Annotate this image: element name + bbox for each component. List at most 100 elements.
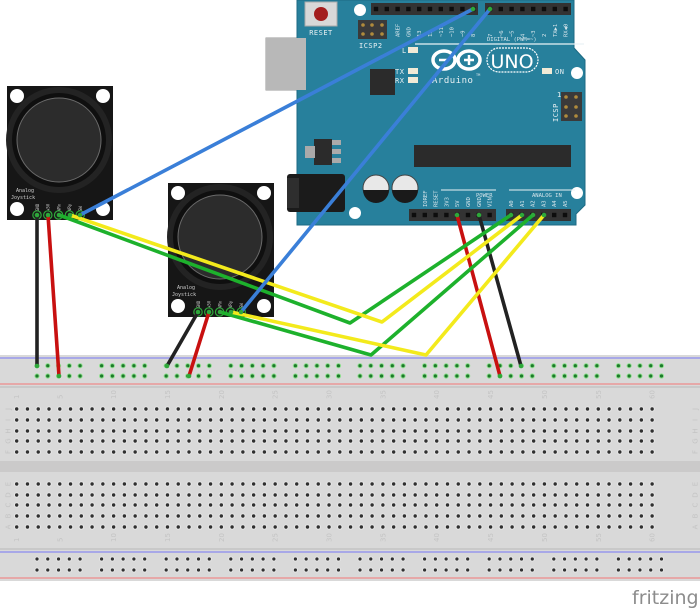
breadboard-hole[interactable] xyxy=(251,450,256,454)
rail-hole-top[interactable] xyxy=(272,364,276,368)
breadboard-hole[interactable] xyxy=(58,482,62,486)
breadboard-hole[interactable] xyxy=(348,514,353,518)
breadboard-hole[interactable] xyxy=(359,503,364,507)
rail-hole-bottom[interactable] xyxy=(304,568,308,572)
rail-hole-bottom[interactable] xyxy=(315,557,319,561)
breadboard-hole[interactable] xyxy=(122,439,127,443)
breadboard-hole[interactable] xyxy=(133,429,137,433)
breadboard-hole[interactable] xyxy=(575,525,579,529)
breadboard-hole[interactable] xyxy=(338,493,342,497)
breadboard-hole[interactable] xyxy=(187,407,191,411)
breadboard-hole[interactable] xyxy=(618,493,622,497)
breadboard-hole[interactable] xyxy=(144,514,148,518)
breadboard-hole[interactable] xyxy=(445,439,450,443)
breadboard-hole[interactable] xyxy=(564,418,568,422)
rail-hole-top[interactable] xyxy=(293,374,297,378)
breadboard-hole[interactable] xyxy=(79,407,84,411)
rail-hole-bottom[interactable] xyxy=(78,568,82,572)
rail-hole-bottom[interactable] xyxy=(584,557,588,561)
breadboard-hole[interactable] xyxy=(316,439,320,443)
breadboard-hole[interactable] xyxy=(359,450,364,454)
breadboard-hole[interactable] xyxy=(338,525,342,529)
breadboard-hole[interactable] xyxy=(295,482,299,486)
rail-hole-bottom[interactable] xyxy=(401,557,405,561)
breadboard-hole[interactable] xyxy=(639,450,644,454)
rail-hole-top[interactable] xyxy=(433,364,437,368)
breadboard-hole[interactable] xyxy=(607,482,611,486)
rail-hole-top[interactable] xyxy=(46,374,50,378)
rail-hole-bottom[interactable] xyxy=(369,557,373,561)
breadboard-hole[interactable] xyxy=(187,482,191,486)
breadboard-hole[interactable] xyxy=(230,514,234,518)
breadboard-hole[interactable] xyxy=(305,482,310,486)
breadboard-hole[interactable] xyxy=(155,407,159,411)
rail-hole-top[interactable] xyxy=(487,374,491,378)
wire-5v-joystick1[interactable] xyxy=(46,213,61,378)
breadboard-hole[interactable] xyxy=(295,503,299,507)
rail-hole-bottom[interactable] xyxy=(379,568,384,572)
rail-hole-top[interactable] xyxy=(573,374,577,378)
rail-hole-bottom[interactable] xyxy=(433,568,437,572)
breadboard-hole[interactable] xyxy=(262,514,267,518)
rail-hole-top[interactable] xyxy=(46,364,50,368)
breadboard-hole[interactable] xyxy=(219,525,224,529)
breadboard-hole[interactable] xyxy=(585,407,590,411)
rail-hole-bottom[interactable] xyxy=(250,568,254,572)
rail-hole-top[interactable] xyxy=(78,374,82,378)
breadboard-hole[interactable] xyxy=(295,525,299,529)
breadboard-hole[interactable] xyxy=(241,429,245,433)
rail-hole-bottom[interactable] xyxy=(239,568,244,572)
rail-hole-bottom[interactable] xyxy=(110,568,114,572)
breadboard-hole[interactable] xyxy=(499,525,504,529)
rail-hole-bottom[interactable] xyxy=(175,568,179,572)
breadboard-hole[interactable] xyxy=(542,407,547,411)
breadboard-hole[interactable] xyxy=(165,407,170,411)
breadboard-hole[interactable] xyxy=(488,429,493,433)
breadboard-hole[interactable] xyxy=(273,429,277,433)
rail-hole-bottom[interactable] xyxy=(584,568,588,572)
breadboard-hole[interactable] xyxy=(101,525,105,529)
breadboard-hole[interactable] xyxy=(295,418,299,422)
rail-hole-top[interactable] xyxy=(336,364,341,368)
breadboard-hole[interactable] xyxy=(262,450,267,454)
digital-pin[interactable] xyxy=(395,6,400,12)
breadboard-hole[interactable] xyxy=(198,525,202,529)
breadboard-hole[interactable] xyxy=(499,418,504,422)
digital-pin[interactable] xyxy=(449,6,454,12)
breadboard-hole[interactable] xyxy=(628,482,633,486)
digital-pin[interactable] xyxy=(427,6,433,12)
breadboard-hole[interactable] xyxy=(122,503,127,507)
breadboard-hole[interactable] xyxy=(650,439,654,443)
breadboard-hole[interactable] xyxy=(68,439,73,443)
breadboard-hole[interactable] xyxy=(111,503,116,507)
breadboard-hole[interactable] xyxy=(553,482,557,486)
breadboard-hole[interactable] xyxy=(542,493,547,497)
breadboard-hole[interactable] xyxy=(305,429,310,433)
breadboard-hole[interactable] xyxy=(15,429,19,433)
breadboard-hole[interactable] xyxy=(219,450,224,454)
breadboard-hole[interactable] xyxy=(165,503,170,507)
rail-hole-top[interactable] xyxy=(67,364,71,368)
breadboard-hole[interactable] xyxy=(478,525,482,529)
breadboard-hole[interactable] xyxy=(370,503,374,507)
rail-hole-top[interactable] xyxy=(229,374,233,378)
breadboard-hole[interactable] xyxy=(165,439,170,443)
breadboard-hole[interactable] xyxy=(133,439,137,443)
breadboard-hole[interactable] xyxy=(435,482,439,486)
breadboard-hole[interactable] xyxy=(25,407,30,411)
breadboard-hole[interactable] xyxy=(327,503,331,507)
rail-hole-top[interactable] xyxy=(401,364,405,368)
breadboard-hole[interactable] xyxy=(564,439,568,443)
breadboard-hole[interactable] xyxy=(575,429,579,433)
breadboard-hole[interactable] xyxy=(262,418,267,422)
breadboard-hole[interactable] xyxy=(338,418,342,422)
breadboard-hole[interactable] xyxy=(585,525,590,529)
analog-pin[interactable] xyxy=(552,212,557,218)
breadboard-hole[interactable] xyxy=(628,525,633,529)
breadboard-hole[interactable] xyxy=(68,407,73,411)
breadboard-hole[interactable] xyxy=(391,418,396,422)
breadboard-hole[interactable] xyxy=(596,525,600,529)
breadboard-hole[interactable] xyxy=(327,514,331,518)
breadboard-hole[interactable] xyxy=(79,525,84,529)
rail-hole-top[interactable] xyxy=(369,364,373,368)
